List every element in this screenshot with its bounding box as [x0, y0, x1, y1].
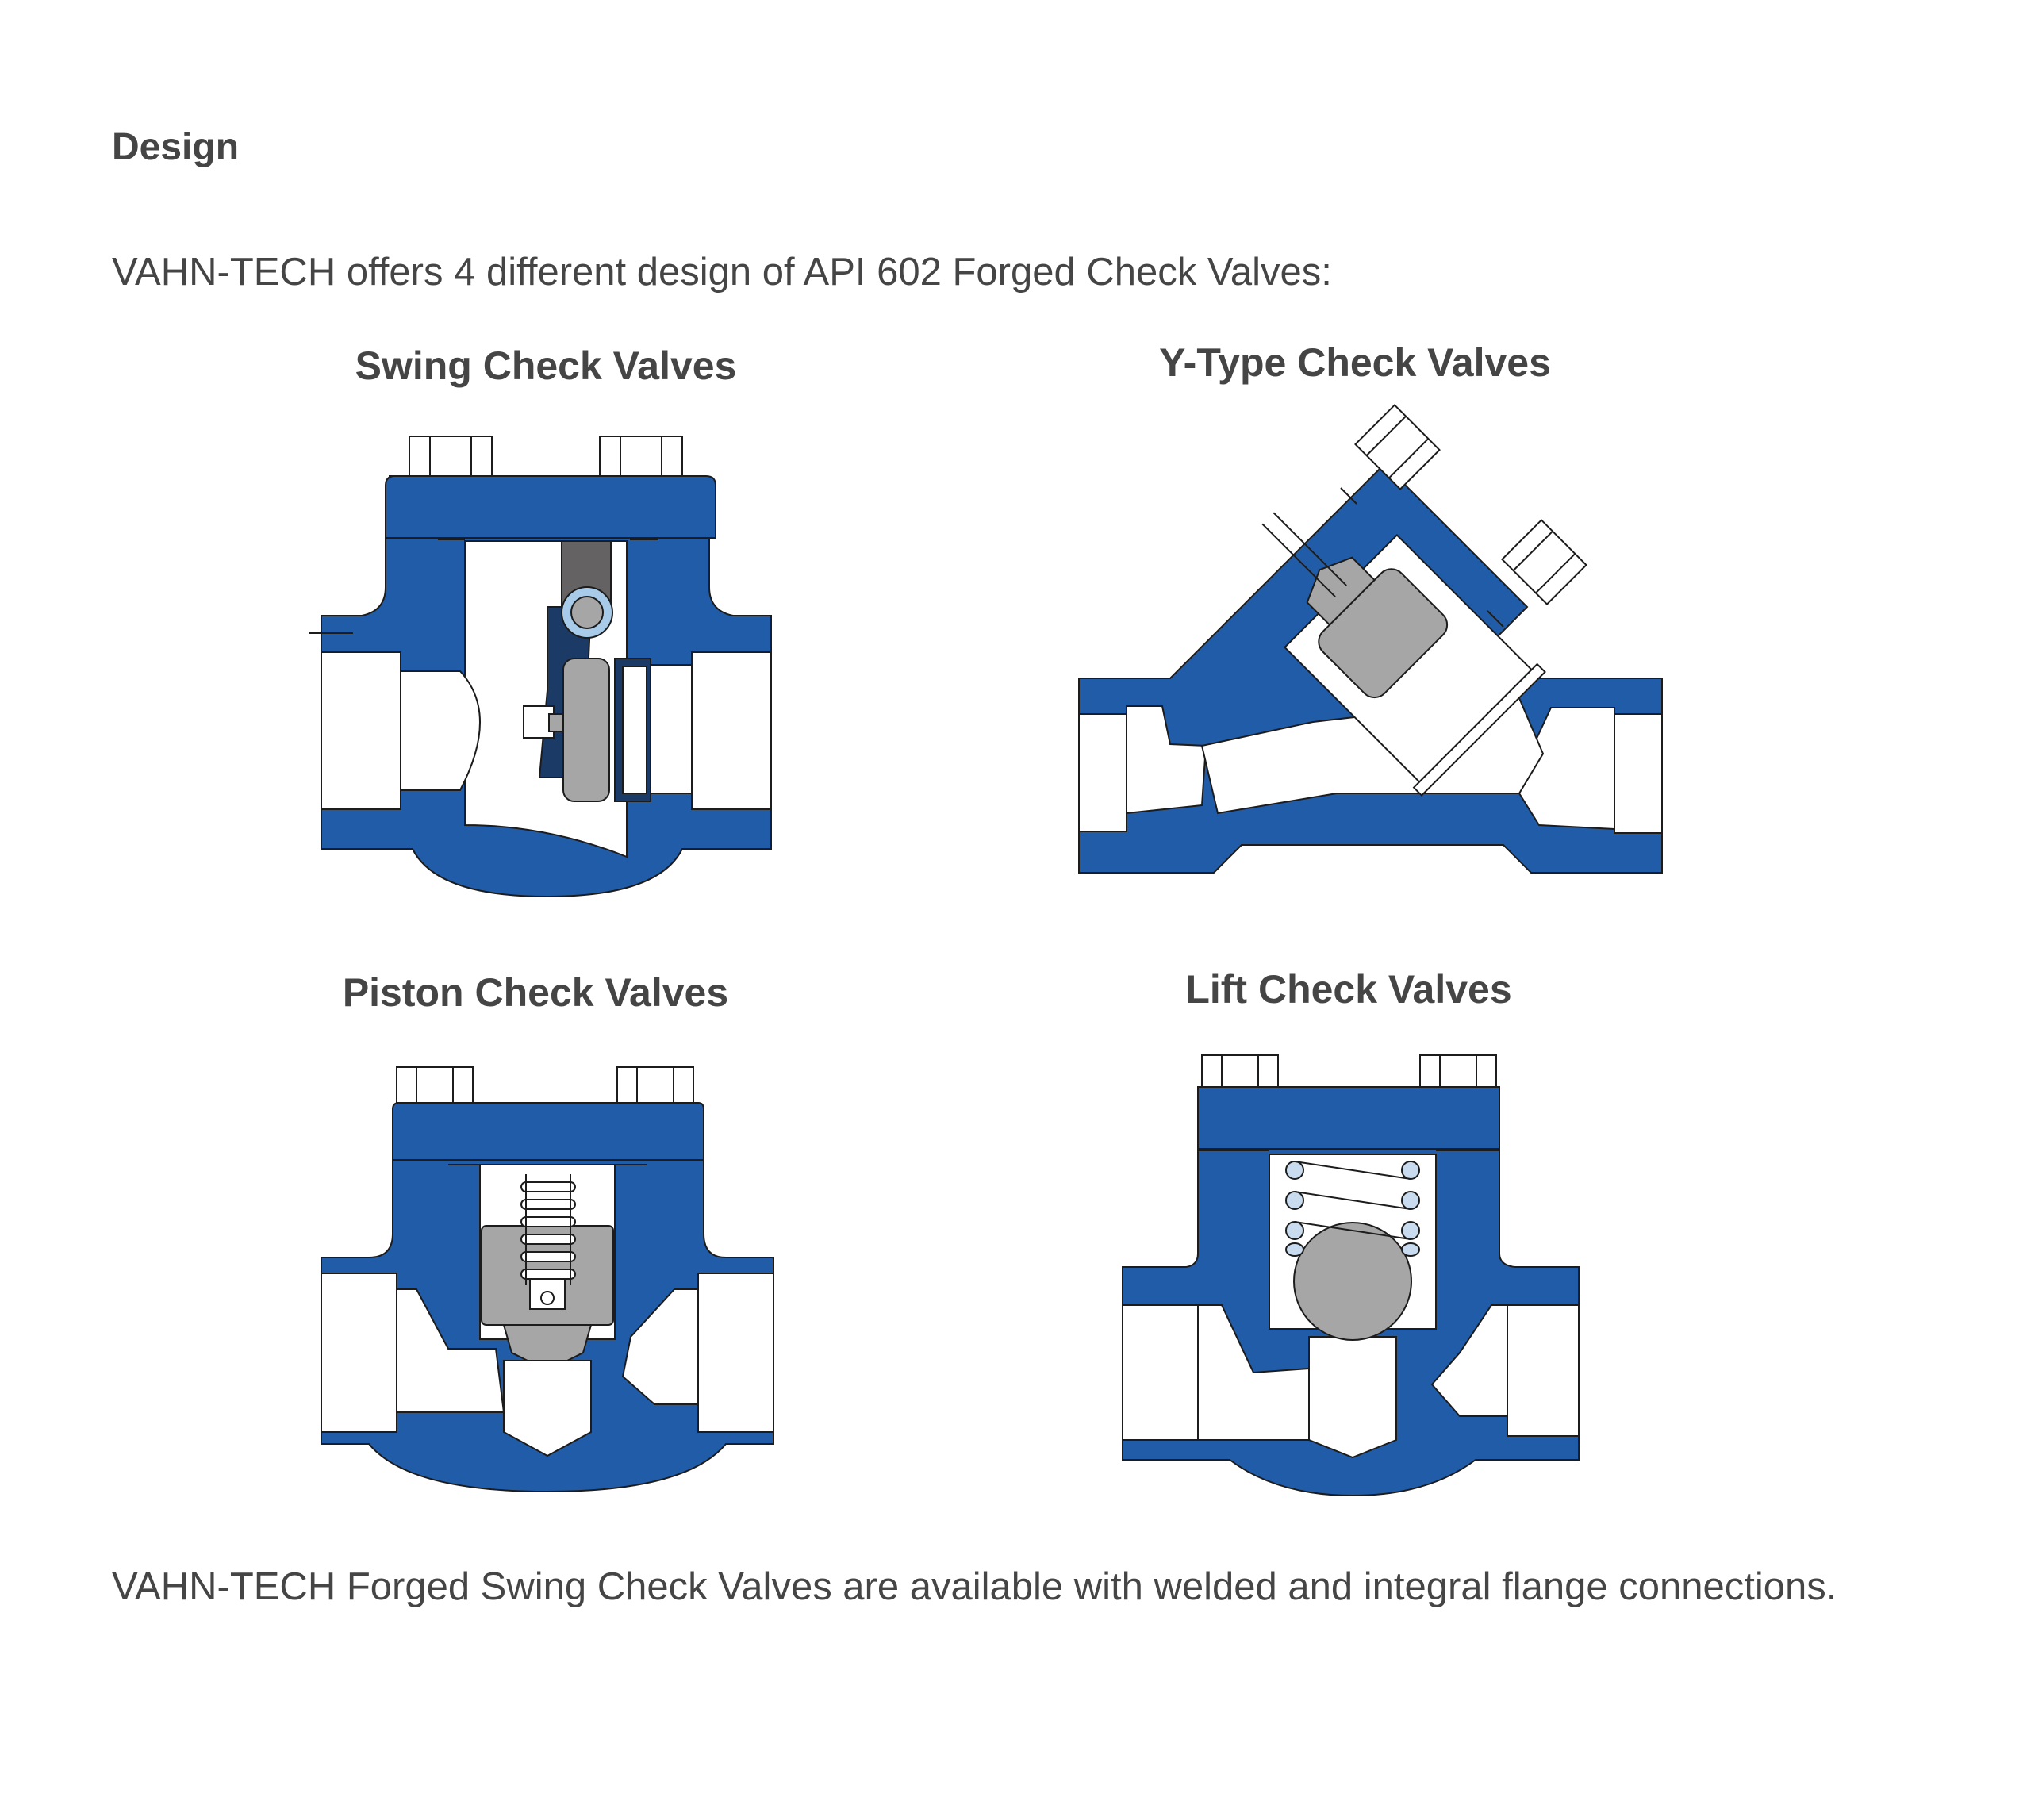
swing-check-valve-diagram — [309, 436, 772, 898]
intro-paragraph: VAHN-TECH offers 4 different design of A… — [112, 251, 1332, 294]
lift-check-valve-diagram — [1122, 1054, 1580, 1497]
section-heading: Design — [112, 126, 240, 168]
piston-check-valve-title: Piston Check Valves — [342, 970, 729, 1015]
piston-spring — [520, 1174, 576, 1285]
lift-check-valve-title: Lift Check Valves — [1185, 967, 1512, 1012]
lift-spring — [1285, 1161, 1420, 1257]
swing-check-valve-title: Swing Check Valves — [355, 344, 737, 388]
outro-paragraph: VAHN-TECH Forged Swing Check Valves are … — [112, 1565, 1837, 1608]
y-type-check-valve-diagram — [1078, 404, 1663, 874]
piston-check-valve-diagram — [321, 1066, 774, 1493]
y-type-check-valve-title: Y-Type Check Valves — [1159, 340, 1551, 385]
